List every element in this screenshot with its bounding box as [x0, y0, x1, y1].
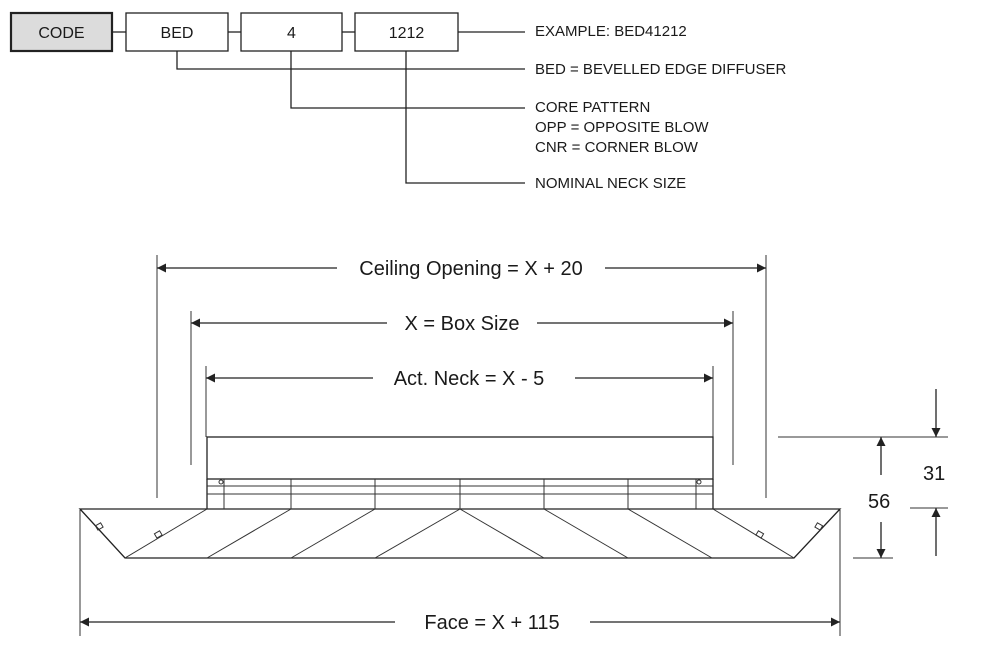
- box-size-label: X = Box Size: [404, 313, 519, 335]
- dim-ceiling-opening: Ceiling Opening = X + 20: [157, 258, 766, 280]
- legend-core-opp: OPP = OPPOSITE BLOW: [535, 119, 709, 136]
- leader-bed: [176, 51, 525, 70]
- legend-neck: NOMINAL NECK SIZE: [535, 175, 686, 192]
- code-box-type-label: BED: [161, 25, 194, 42]
- face-outline: [78, 508, 842, 559]
- legend-core-title: CORE PATTERN: [535, 99, 650, 116]
- legend-core-cnr: CNR = CORNER BLOW: [535, 139, 699, 156]
- diffuser-drawing: [78, 436, 842, 559]
- height-56-label: 56: [868, 491, 890, 513]
- extension-lines: [79, 255, 841, 636]
- code-box-label: CODE: [38, 25, 84, 42]
- code-box-pattern-label: 4: [287, 25, 296, 42]
- code-box-type: [125, 12, 229, 52]
- act-neck-label: Act. Neck = X - 5: [394, 368, 545, 390]
- code-box-size-label: 1212: [389, 25, 425, 42]
- face-label: Face = X + 115: [424, 612, 559, 634]
- legend-example: EXAMPLE: BED41212: [535, 23, 687, 40]
- height-31-label: 31: [923, 463, 945, 485]
- ceiling-opening-label: Ceiling Opening = X + 20: [359, 258, 583, 280]
- dim-face: Face = X + 115: [80, 612, 840, 634]
- dim-act-neck: Act. Neck = X - 5: [206, 368, 713, 390]
- code-box: [9, 11, 114, 53]
- dim-heights: 31 56: [778, 389, 948, 559]
- dim-box-size: X = Box Size: [191, 313, 733, 335]
- leader-size: [405, 51, 525, 184]
- code-box-pattern: [240, 12, 343, 52]
- legend-bed: BED = BEVELLED EDGE DIFFUSER: [535, 61, 786, 78]
- leader-pattern: [290, 51, 525, 109]
- code-key: CODE BED 4 1212 EXAMPLE: BED41212 BED = …: [9, 11, 786, 192]
- neck: [206, 436, 714, 480]
